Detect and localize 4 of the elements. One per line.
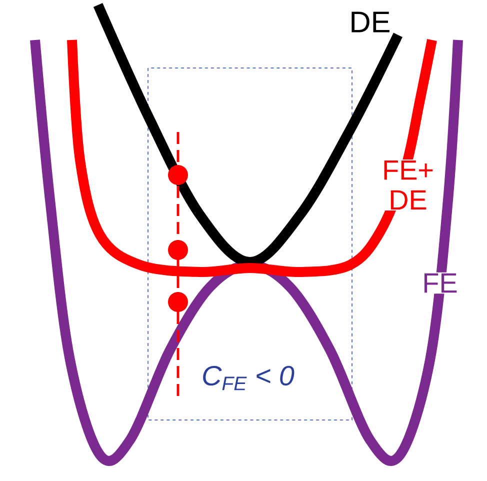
curve-label: FE+ DE xyxy=(376,159,440,211)
curve-label: FE xyxy=(421,272,459,294)
curve-label: C$_{FE}$ < 0 xyxy=(203,366,294,390)
curve-label: DE xyxy=(352,12,390,32)
